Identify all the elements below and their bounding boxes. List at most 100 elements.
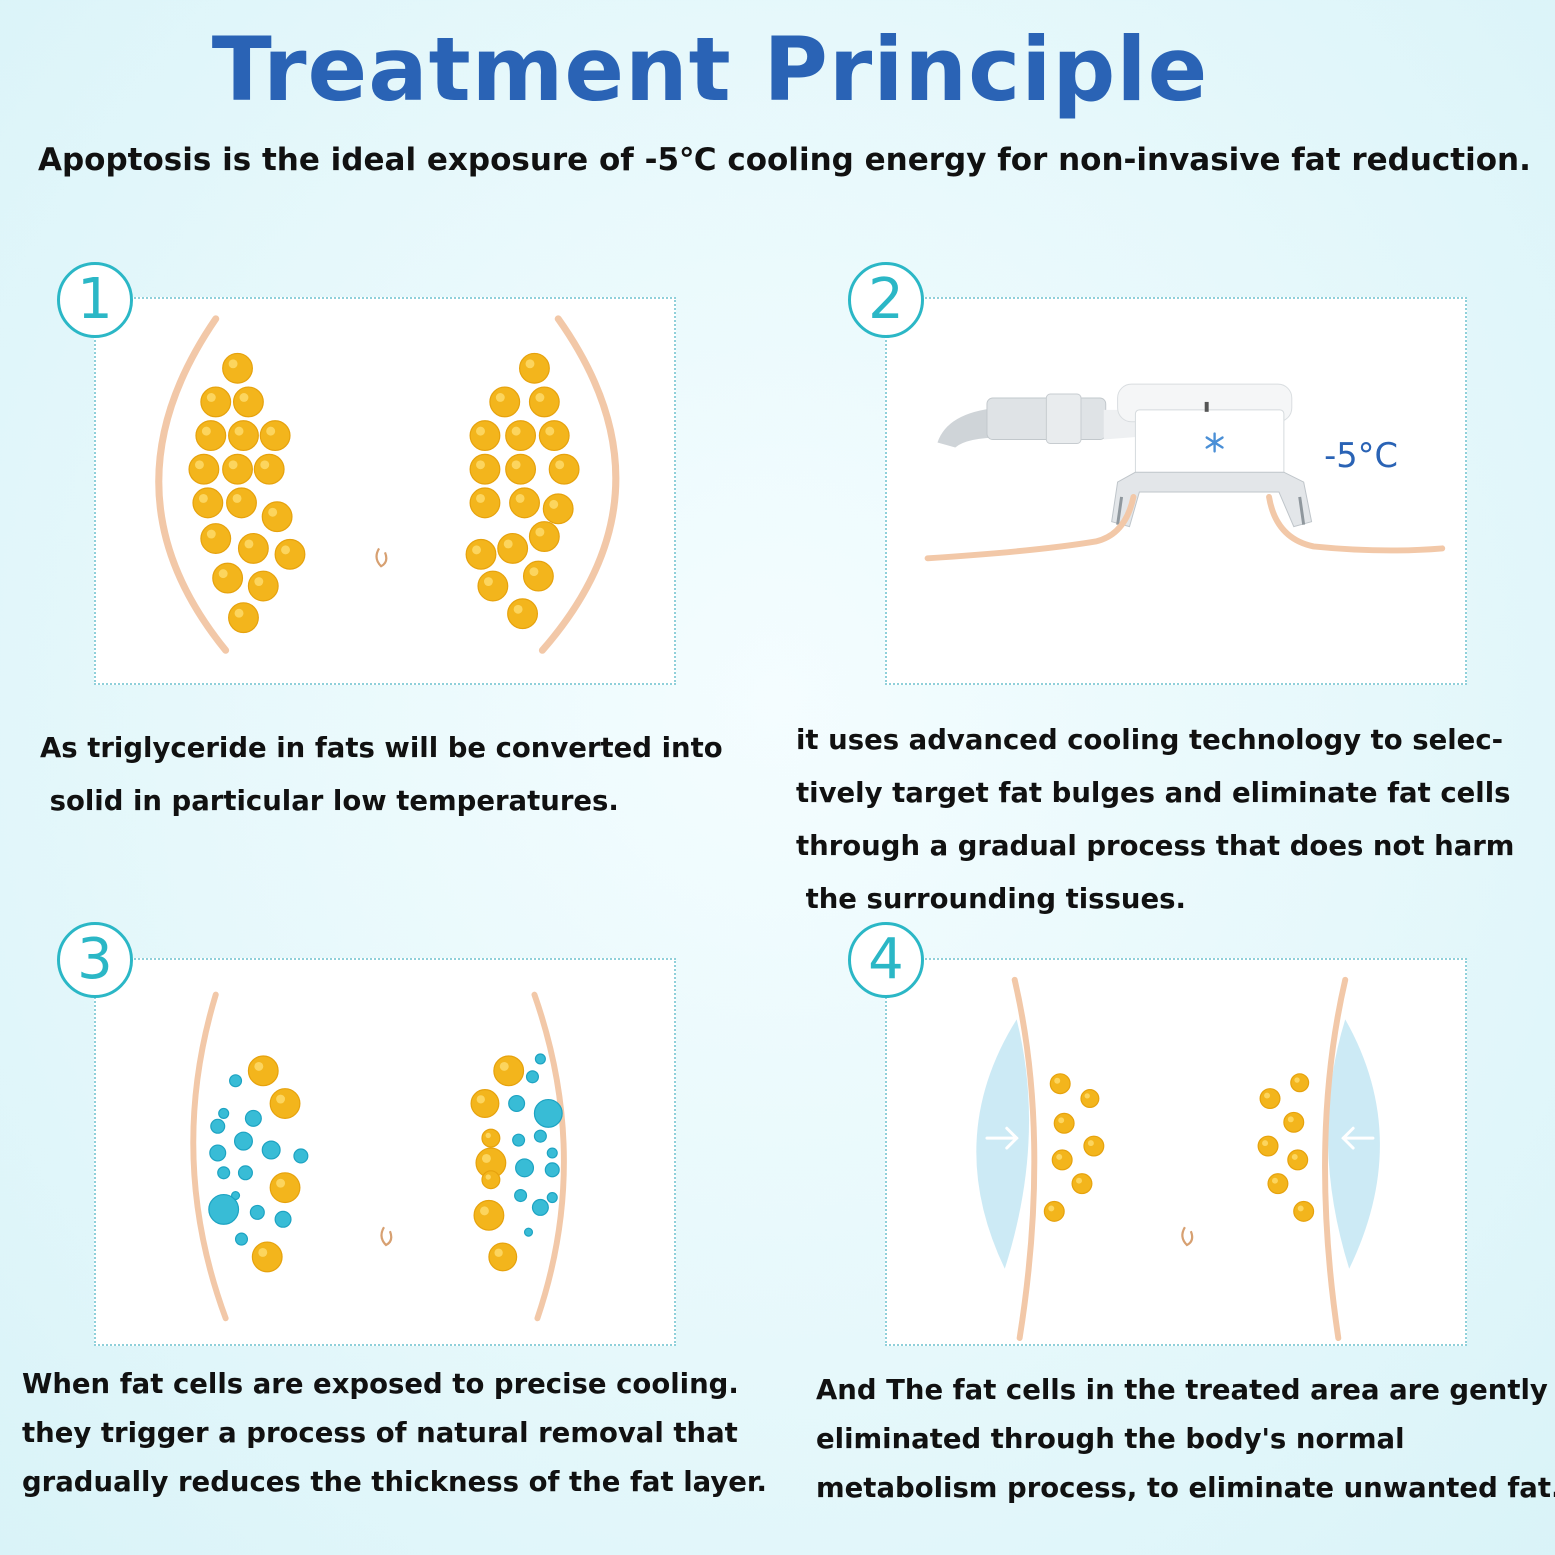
- fat-cell: [1287, 1149, 1309, 1171]
- fat-cell: [522, 560, 554, 592]
- step-1-badge: 1: [57, 262, 133, 338]
- fat-cell-highlight: [1291, 1153, 1298, 1160]
- fat-cell-highlight: [1272, 1177, 1278, 1184]
- fat-cell-highlight: [494, 1248, 503, 1257]
- fat-cell: [1259, 1088, 1281, 1110]
- cooled-cell: [261, 1140, 281, 1160]
- right-skin-contour: [1266, 493, 1446, 554]
- fat-cell-highlight: [525, 359, 535, 369]
- fat-cell: [538, 420, 570, 452]
- fat-cell-highlight: [1087, 1140, 1094, 1147]
- fat-cell-highlight: [266, 426, 276, 436]
- fat-cell: [1267, 1173, 1289, 1195]
- cooled-cell: [274, 1210, 292, 1228]
- cooled-cell: [512, 1133, 526, 1147]
- fat-cell-highlight: [1084, 1093, 1090, 1099]
- fat-cell: [1043, 1200, 1065, 1222]
- fat-cell: [274, 538, 306, 570]
- step-3-line-1: When fat cells are exposed to precise co…: [22, 1368, 739, 1400]
- step-2-line-2: tively target fat bulges and eliminate f…: [796, 777, 1511, 809]
- fat-cell-highlight: [206, 529, 216, 539]
- fat-cell: [1257, 1135, 1279, 1157]
- step-2-panel: -5°C: [885, 297, 1467, 685]
- fat-cell-highlight: [276, 1178, 286, 1188]
- cooled-cell: [544, 1162, 560, 1178]
- step-4-line-2: eliminated through the body's normal: [816, 1423, 1405, 1455]
- fat-cell-highlight: [198, 493, 208, 503]
- fat-cell-highlight: [476, 493, 485, 503]
- fat-cell: [1053, 1112, 1075, 1134]
- fat-cell: [259, 420, 291, 452]
- fat-cell-highlight: [258, 1248, 268, 1257]
- fat-cell: [488, 1242, 518, 1272]
- fat-cell-highlight: [1264, 1092, 1271, 1099]
- fat-cell-highlight: [535, 527, 545, 537]
- cooled-cell: [534, 1053, 546, 1065]
- fat-cell-highlight: [485, 1132, 491, 1139]
- cooled-cell: [208, 1193, 240, 1225]
- fat-cell: [481, 1128, 501, 1148]
- step-3-line-3: gradually reduces the thickness of the f…: [22, 1466, 767, 1498]
- fat-cell: [226, 487, 257, 519]
- left-fat-cells: [188, 352, 306, 634]
- fat-cell-highlight: [276, 1094, 286, 1104]
- step-1-line-1: As triglyceride in fats will be converte…: [40, 732, 723, 764]
- cooled-cell: [523, 1227, 534, 1237]
- fat-cell: [228, 602, 259, 634]
- fat-cell-highlight: [499, 1061, 509, 1071]
- fat-cell: [1071, 1173, 1093, 1195]
- cooled-cell: [244, 1109, 262, 1127]
- fat-cell: [469, 420, 501, 452]
- cooled-cell: [531, 1198, 549, 1216]
- fat-cell: [232, 386, 264, 418]
- fat-cell-highlight: [1058, 1117, 1065, 1124]
- fat-cell: [200, 386, 232, 418]
- fat-cell-highlight: [480, 1206, 489, 1216]
- fat-cell: [509, 487, 540, 519]
- step-3-illustration: [190, 991, 567, 1322]
- left-mixed-cells: [208, 1055, 309, 1273]
- fat-cell: [505, 420, 537, 452]
- fat-cell: [222, 453, 253, 485]
- fat-cell: [1051, 1149, 1073, 1171]
- fat-cell: [1293, 1200, 1315, 1222]
- fat-cell-highlight: [483, 577, 493, 587]
- step-1-description: As triglyceride in fats will be converte…: [40, 722, 723, 828]
- right-skin-contour: [531, 991, 567, 1322]
- fat-cell-highlight: [476, 460, 485, 470]
- navel-icon: [375, 547, 388, 568]
- cooled-cell: [533, 1129, 547, 1143]
- navel-icon: [1181, 1226, 1194, 1247]
- fat-cell-highlight: [515, 493, 525, 503]
- fat-cell-highlight: [1294, 1077, 1300, 1083]
- cooled-cell: [218, 1107, 230, 1119]
- fat-cell: [1283, 1111, 1305, 1133]
- step-2-badge: 2: [848, 262, 924, 338]
- fat-cell-highlight: [254, 1061, 264, 1071]
- fat-cell-highlight: [281, 545, 290, 555]
- fat-cell-highlight: [1297, 1205, 1304, 1212]
- right-ice-compression: [1327, 1019, 1380, 1269]
- step-3-panel: [94, 958, 676, 1346]
- fat-cell-highlight: [495, 393, 505, 402]
- step-4-panel: [885, 958, 1467, 1346]
- fat-cell-highlight: [481, 1153, 491, 1163]
- fat-cell: [237, 532, 269, 564]
- fat-cell-highlight: [1076, 1177, 1082, 1184]
- fat-cell: [188, 453, 220, 485]
- cooled-cell: [293, 1148, 309, 1164]
- cooled-cell: [231, 1190, 241, 1201]
- fat-cell: [505, 453, 537, 485]
- step-4-line-3: metabolism process, to eliminate unwante…: [816, 1472, 1555, 1504]
- fat-cell-highlight: [234, 608, 244, 618]
- fat-cell: [1049, 1073, 1071, 1095]
- fat-cell-highlight: [549, 499, 559, 509]
- cooled-cell: [533, 1098, 563, 1128]
- fat-cell: [251, 1241, 283, 1273]
- fat-cell: [519, 352, 550, 384]
- step-1-line-2: solid in particular low temperatures.: [40, 785, 619, 817]
- step-2-line-3: through a gradual process that does not …: [796, 830, 1515, 862]
- cooled-cell: [525, 1070, 539, 1084]
- fat-cell-highlight: [1054, 1077, 1061, 1084]
- left-skin-contour: [924, 493, 1137, 562]
